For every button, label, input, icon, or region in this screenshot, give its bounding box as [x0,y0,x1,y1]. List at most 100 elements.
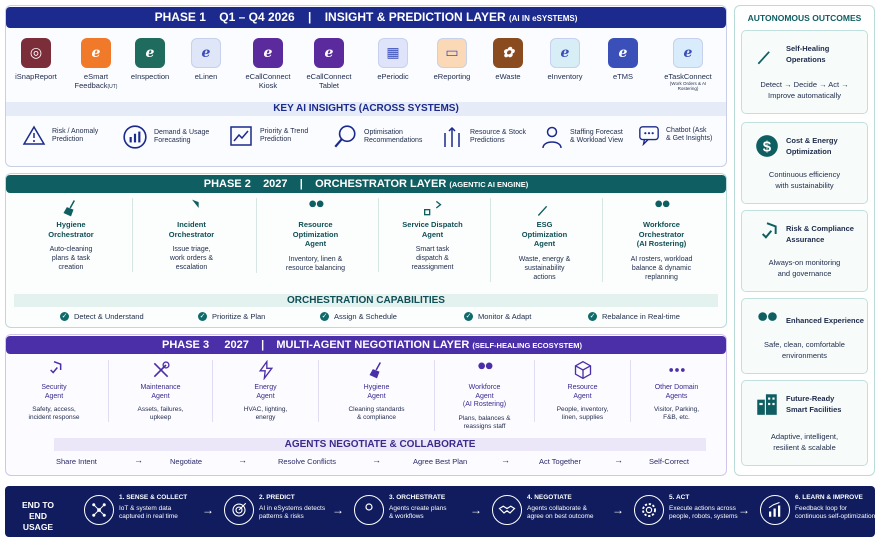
arrow-icon: → [501,455,510,465]
phase2-header: PHASE 2 2027 | ORCHESTRATOR LAYER (AGENT… [6,175,726,193]
people-icon [308,200,323,208]
app-label: eTaskConnect [664,72,712,81]
app-ewaste[interactable]: ✿ eWaste [480,38,536,81]
dollar-icon: $ [756,135,778,157]
negotiate-title: AGENTS NEGOTIATE & COLLABORATE [54,438,706,451]
check-icon: ✓ [464,312,473,321]
app-extra: (Work Orders & AI Rostering) [669,81,707,91]
layer-title: ORCHESTRATOR LAYER [315,178,447,190]
app-label: eTMS [612,72,633,81]
phase3-panel [5,334,727,476]
app-eperiodic[interactable]: ▦ePeriodic [365,38,421,81]
app-ereporting[interactable]: ▭eReporting [424,38,480,81]
app-label: eLinen [194,72,218,81]
phase-period: 2027 [263,178,288,190]
capability-item: ✓Rebalance in Real-time [588,312,680,321]
e2e-step-icon [492,495,522,525]
app-icon: ✿ [493,38,523,68]
app-isnapreport[interactable]: ◎iSnapReport [8,38,64,81]
separator: | [308,10,312,24]
app-icon: ▦ [378,38,408,68]
building-icon [757,394,777,415]
chart-icon [123,125,147,149]
broom-icon [63,200,75,217]
separator: | [299,178,303,190]
arrow-icon: → [470,503,482,517]
arrow-icon: → [238,455,247,465]
app-icon: e [550,38,580,68]
negotiation-step: Agree Best Plan [413,457,468,466]
e2e-step-icon [760,495,790,525]
shield-check-icon [761,222,777,239]
box-icon [574,360,591,380]
handshake-icon [498,505,516,514]
chat-icon [639,126,659,146]
negotiation-step: Resolve Conflicts [278,457,336,466]
layer-subtitle: (AGENTIC AI ENGINE) [449,180,529,189]
layer-subtitle: (SELF-HEALING ECOSYSTEM) [472,341,582,350]
app-etms[interactable]: e eTMS [595,38,651,81]
separator: | [261,339,265,351]
phase-period: 2027 [224,339,249,351]
capability-item: ✓Detect & Understand [60,312,144,321]
arrow-icon: → [612,503,624,517]
growth-icon [768,502,781,517]
phase-label: PHASE 1 [154,10,206,24]
capability-item: ✓Prioritize & Plan [198,312,266,321]
app-label: iSnapReport [15,72,57,81]
app-icon: e [81,38,111,68]
svg-text:$: $ [763,138,772,155]
dispatch-icon [423,200,442,216]
e2e-panel [5,486,875,537]
app-label: eWaste [495,72,521,81]
check-icon: ✓ [198,312,207,321]
layer-title: MULTI-AGENT NEGOTIATION LAYER [276,339,470,351]
capability-item: ✓Monitor & Adapt [464,312,532,321]
insight-item: Chatbot (Ask& Get Insights) [638,124,712,146]
phase-label: PHASE 2 [203,178,251,190]
check-icon: ✓ [588,312,597,321]
app-icon: e [608,38,638,68]
app-label: eSmart [83,72,109,81]
phase3-header: PHASE 3 2027 | MULTI-AGENT NEGOTIATION L… [6,336,726,354]
leaf-icon [757,51,770,65]
stock-icon [444,126,460,147]
arrow-icon: → [738,503,750,517]
team-icon [654,200,669,208]
negotiation-step: Share Intent [56,457,97,466]
app-label: eCallConnect [245,72,291,81]
app-extra: (UT) [107,84,118,90]
layer-subtitle: (AI IN eSYSTEMS) [508,14,578,23]
